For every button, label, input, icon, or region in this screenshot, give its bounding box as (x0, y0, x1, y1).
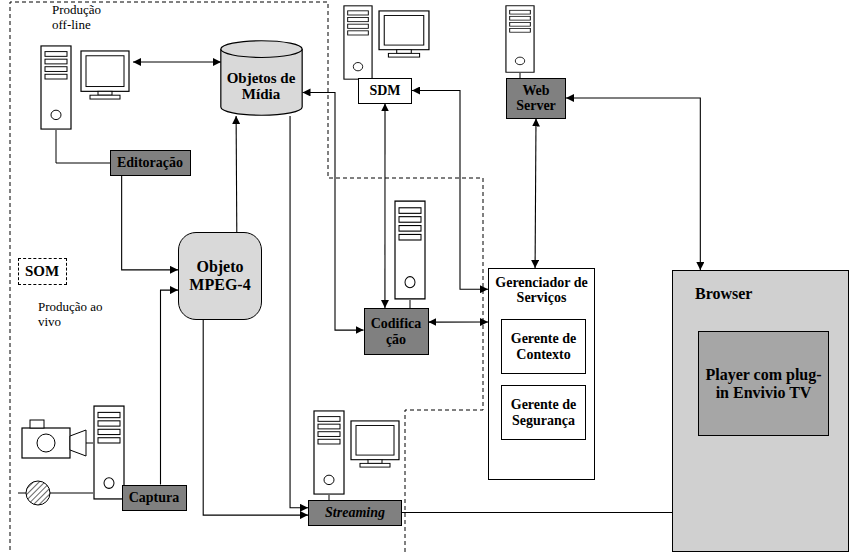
storage-link (133, 62, 221, 63)
connector-arrow (384, 104, 385, 309)
section-label: Produção ao vivo (38, 300, 128, 330)
manager-module: Gerente de Segurança (501, 385, 586, 440)
connector-arrow (412, 91, 488, 290)
system-boundary (10, 2, 483, 552)
sdm-box: SDM (358, 78, 412, 104)
module-tag: SOM (18, 258, 67, 285)
video-camera (22, 420, 86, 458)
node-label: Player com plug-in Envivio TV (699, 366, 828, 401)
connector-arrow (303, 92, 364, 330)
computer-tower (506, 6, 534, 72)
connector-arrow (535, 119, 537, 269)
player-box: Player com plug-in Envivio TV (698, 331, 829, 436)
node-label: SDM (369, 83, 400, 98)
node-label: Objeto MPEG-4 (179, 258, 261, 293)
process-box: Captura (122, 485, 187, 511)
connector-arrow (236, 116, 238, 232)
process-box: Codifica ção (364, 308, 429, 355)
node-label: Objetos de Mídia (220, 70, 303, 103)
computer-tower (94, 406, 124, 499)
computer-monitor (379, 11, 429, 57)
computer-monitor (81, 51, 129, 99)
node-label: Streaming (325, 505, 385, 520)
connector-arrow (122, 176, 178, 270)
manager-module: Gerente de Contexto (501, 319, 586, 374)
node-label: Gerente de Contexto (502, 331, 585, 362)
node-label: SOM (25, 263, 59, 280)
connector-arrow (566, 98, 700, 270)
wires (50, 73, 520, 500)
computer-tower (314, 411, 344, 494)
connector-arrow (429, 322, 489, 323)
media-store-cylinder: Objetos de Mídia (220, 40, 303, 116)
connector-arrow (290, 116, 308, 508)
server-box: Web Server (506, 78, 566, 119)
mpeg4-object: Objeto MPEG-4 (178, 232, 262, 320)
service-manager: Gerenciador de ServiçosGerente de Contex… (488, 268, 595, 480)
node-label: Codifica ção (365, 316, 428, 347)
connector-arrow (203, 320, 308, 515)
node-label: Gerenciador de Serviços (489, 275, 594, 306)
computer-tower (395, 201, 425, 299)
section-label: Produção off-line (52, 3, 122, 33)
process-box: Streaming (308, 500, 402, 526)
node-label: Captura (129, 490, 180, 505)
process-box: Editoração (110, 150, 191, 176)
browser-window: BrowserPlayer com plug-in Envivio TV (672, 270, 849, 552)
computer-tower (344, 6, 372, 79)
microphone (18, 481, 50, 505)
node-label: Web Server (507, 83, 565, 114)
connector-arrow (161, 290, 179, 484)
node-label: Editoração (117, 155, 183, 170)
node-label: Gerente de Segurança (502, 397, 585, 428)
computer-tower (41, 46, 71, 129)
computer-monitor (351, 421, 399, 467)
node-label: Browser (695, 285, 752, 303)
